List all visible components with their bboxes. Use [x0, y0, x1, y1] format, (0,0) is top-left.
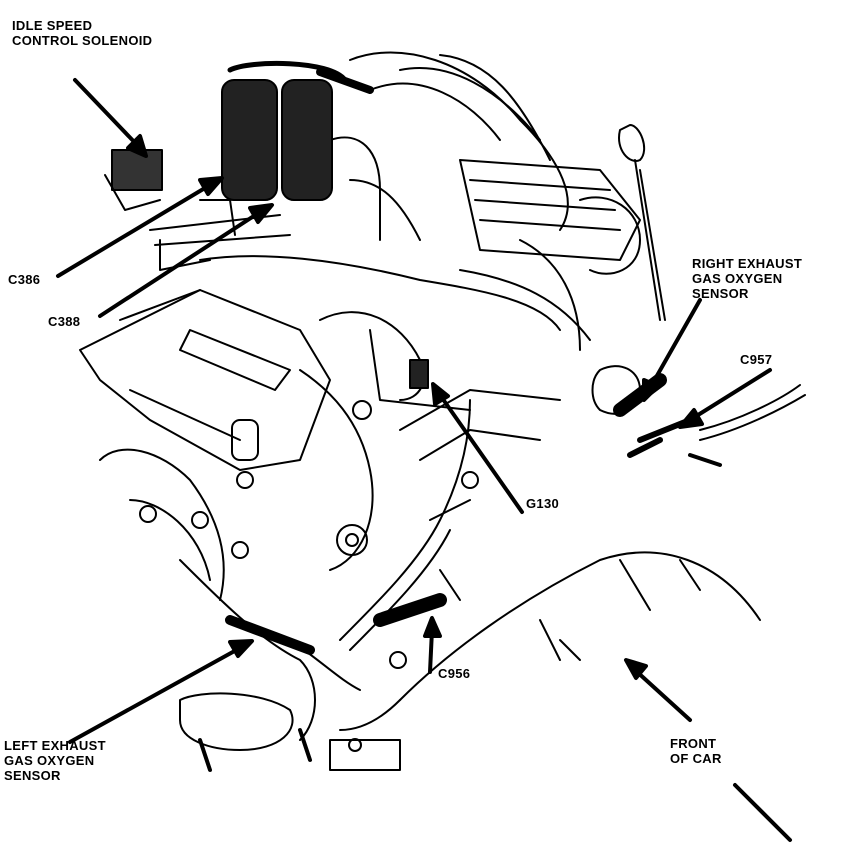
g130-arrow: [438, 393, 524, 514]
c956-arrowhead: [423, 616, 442, 638]
left-o2-arrowhead: [228, 639, 254, 658]
idle-speed-label-line-2: CONTROL SOLENOID: [12, 33, 153, 48]
left-exhaust-o2-harness: [289, 399, 471, 691]
right-exhaust-gas-oxygen-sensor-label: RIGHT EXHAUST GAS OXYGEN SENSOR: [692, 256, 802, 301]
g130-ground-connector: [409, 359, 429, 389]
left-exhaust-gas-oxygen-sensor-label: LEFT EXHAUST GAS OXYGEN SENSOR: [4, 738, 106, 783]
idle-speed-arrow: [73, 78, 142, 150]
c956-label: C956: [438, 666, 471, 681]
idle-speed-control-solenoid-label: IDLE SPEED CONTROL SOLENOID: [12, 18, 152, 48]
left-o2-label-line-3: SENSOR: [4, 768, 61, 783]
c388-label: C388: [48, 314, 81, 329]
fender-wheel-well: [339, 551, 761, 731]
g130-arrowhead: [431, 382, 450, 406]
intake-manifold: [329, 51, 641, 275]
c957-arrow: [688, 368, 772, 422]
left-o2-label-line-2: GAS OXYGEN: [4, 753, 95, 768]
front-of-car-line-2: OF CAR: [670, 751, 722, 766]
right-o2-label-line-2: GAS OXYGEN: [692, 271, 783, 286]
front-of-car-line-1: FRONT: [670, 736, 717, 751]
idle-speed-arrowhead: [126, 134, 148, 158]
idle-speed-label-line-1: IDLE SPEED: [12, 18, 93, 33]
c386-label: C386: [8, 272, 41, 287]
front-of-car-arrowhead: [624, 658, 648, 680]
g130-label: G130: [526, 496, 560, 511]
left-exhaust-manifold: [99, 448, 401, 772]
right-o2-arrow: [648, 298, 702, 390]
idle-speed-solenoid-assembly: [104, 60, 374, 271]
right-o2-label-line-1: RIGHT EXHAUST: [692, 256, 803, 271]
c957-label: C957: [740, 352, 773, 367]
callout-arrows: [56, 78, 792, 842]
front-of-car-arrow-upper: [633, 668, 692, 722]
front-of-car-label: FRONT OF CAR: [670, 736, 722, 766]
c386-arrow: [56, 183, 212, 278]
right-o2-arrowhead: [642, 378, 660, 402]
front-of-car-arrow-lower: [733, 783, 792, 842]
right-o2-label-line-3: SENSOR: [692, 286, 749, 301]
engine-block: [199, 239, 591, 571]
c388-arrowhead: [248, 203, 274, 224]
left-o2-label-line-1: LEFT EXHAUST: [4, 738, 106, 753]
dipstick: [591, 124, 666, 415]
c386-arrowhead: [198, 176, 224, 196]
c957-arrowhead: [678, 408, 704, 429]
c388-arrow: [98, 210, 262, 318]
valve-cover: [79, 289, 331, 489]
left-o2-arrow: [68, 646, 242, 744]
